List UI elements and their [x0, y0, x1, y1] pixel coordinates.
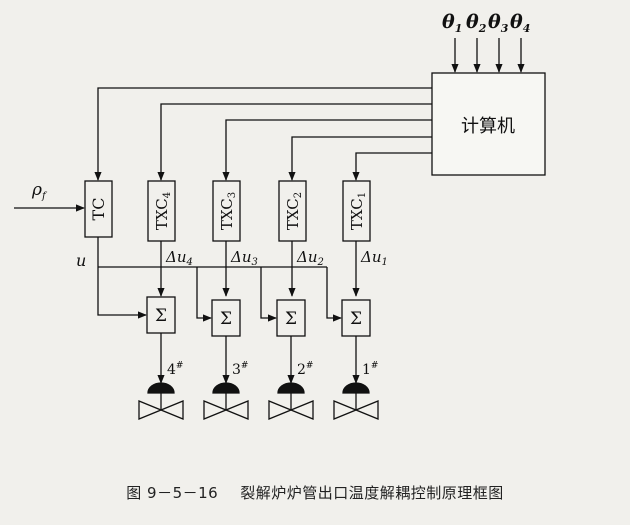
- u-label: u: [76, 251, 86, 270]
- sum4-label: Σ: [155, 306, 167, 326]
- txc3-label: TXC3: [218, 192, 238, 230]
- sum2-label: Σ: [285, 309, 297, 329]
- sum3-label: Σ: [220, 309, 232, 329]
- valve-2-icon: [268, 382, 314, 420]
- tc-to-sum4-line: [97, 237, 147, 319]
- figure-title: 裂解炉炉管出口温度解耦控制原理框图: [240, 484, 504, 502]
- computer-to-txc2-line: [288, 136, 432, 181]
- txc1-label: TXC1: [348, 192, 368, 230]
- valve-4-icon: [138, 382, 184, 420]
- du2-label: Δu2: [296, 248, 324, 268]
- tc-label: TC: [89, 198, 108, 221]
- valve-1-icon: [333, 382, 379, 420]
- computer-to-txc1-line: [352, 152, 432, 181]
- valve-1-label: 1#: [362, 361, 378, 378]
- u-to-sum3-line: [196, 267, 212, 322]
- theta1-label: θ1: [442, 11, 462, 35]
- figure-number: 图 9－5－16: [126, 484, 219, 502]
- computer-to-txc4-line: [157, 103, 432, 181]
- rho-label: ρf: [31, 180, 48, 202]
- computer-to-tc-line: [94, 87, 432, 181]
- txc4-label: TXC4: [153, 192, 173, 230]
- u-to-sum1-line: [326, 267, 342, 322]
- txc2-label: TXC2: [284, 192, 304, 230]
- du4-label: Δu4: [165, 248, 193, 268]
- figure-caption: 图 9－5－16 裂解炉炉管出口温度解耦控制原理框图: [0, 482, 630, 503]
- theta3-label: θ3: [488, 11, 509, 35]
- valve-3-label: 3#: [232, 361, 248, 378]
- valve-2-label: 2#: [297, 361, 313, 378]
- decoupling-control-diagram: θ1 θ2 θ3 θ4 计算机 ρf TC TXC4 TXC3 TXC2 TXC…: [14, 11, 546, 420]
- du3-label: Δu3: [230, 248, 258, 268]
- computer-box: [431, 72, 546, 176]
- u-to-sum2-line: [260, 267, 277, 322]
- theta2-label: θ2: [466, 11, 487, 35]
- sum1-label: Σ: [350, 309, 362, 329]
- computer-to-txc3-line: [222, 119, 432, 181]
- du1-label: Δu1: [360, 248, 388, 268]
- computer-label: 计算机: [461, 116, 515, 137]
- valve-3-icon: [203, 382, 249, 420]
- valve-4-label: 4#: [167, 361, 183, 378]
- theta4-label: θ4: [510, 11, 530, 35]
